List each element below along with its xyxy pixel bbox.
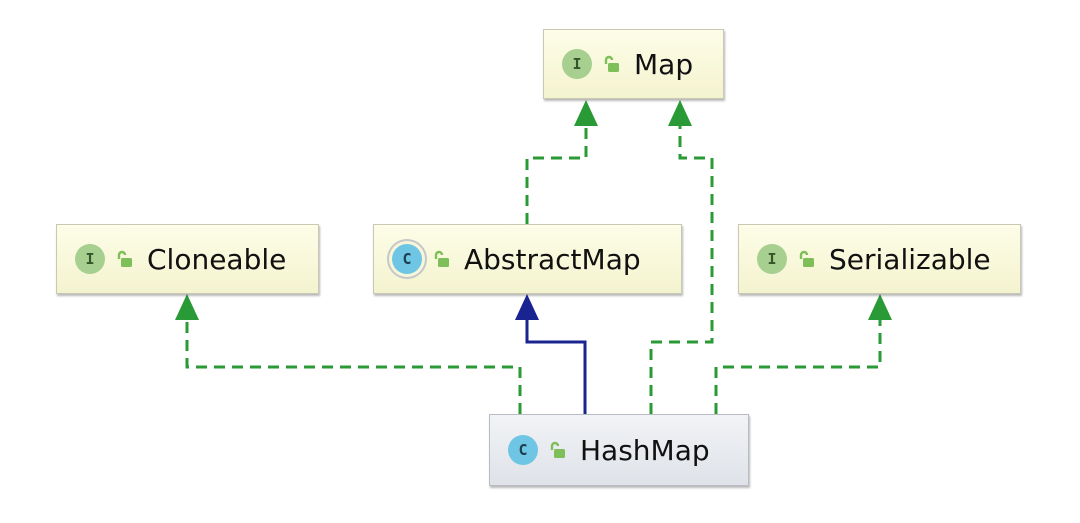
open-lock-icon (434, 250, 449, 267)
interface-badge-icon: I (562, 49, 592, 79)
edge-abstractmap-map (525, 126, 588, 224)
arrowhead-serializable (868, 294, 892, 320)
node-label: Cloneable (147, 242, 287, 276)
node-map[interactable]: I Map (543, 29, 724, 99)
node-abstractmap[interactable]: C AbstractMap (373, 224, 682, 294)
edge-hashmap-abstractmap (525, 320, 587, 414)
node-hashmap[interactable]: C HashMap (489, 414, 749, 486)
node-label: Map (634, 47, 694, 81)
arrowhead-map-left (574, 100, 598, 126)
edge-hashmap-cloneable (185, 320, 522, 414)
node-label: HashMap (580, 433, 710, 467)
edge-hashmap-serializable (714, 320, 882, 414)
arrowhead-abstractmap (515, 294, 539, 320)
open-lock-icon (117, 250, 132, 267)
class-badge-icon: C (508, 435, 538, 465)
node-label: Serializable (829, 242, 991, 276)
open-lock-icon (550, 441, 565, 458)
edge-hashmap-map (649, 126, 714, 414)
arrowhead-cloneable (175, 294, 199, 320)
arrowhead-map-right (668, 100, 692, 126)
interface-badge-icon: I (757, 244, 787, 274)
abstract-class-badge-icon: C (392, 244, 422, 274)
node-serializable[interactable]: I Serializable (738, 224, 1021, 294)
node-label: AbstractMap (464, 242, 641, 276)
node-cloneable[interactable]: I Cloneable (56, 224, 319, 294)
open-lock-icon (604, 55, 619, 72)
interface-badge-icon: I (75, 244, 105, 274)
open-lock-icon (799, 250, 814, 267)
